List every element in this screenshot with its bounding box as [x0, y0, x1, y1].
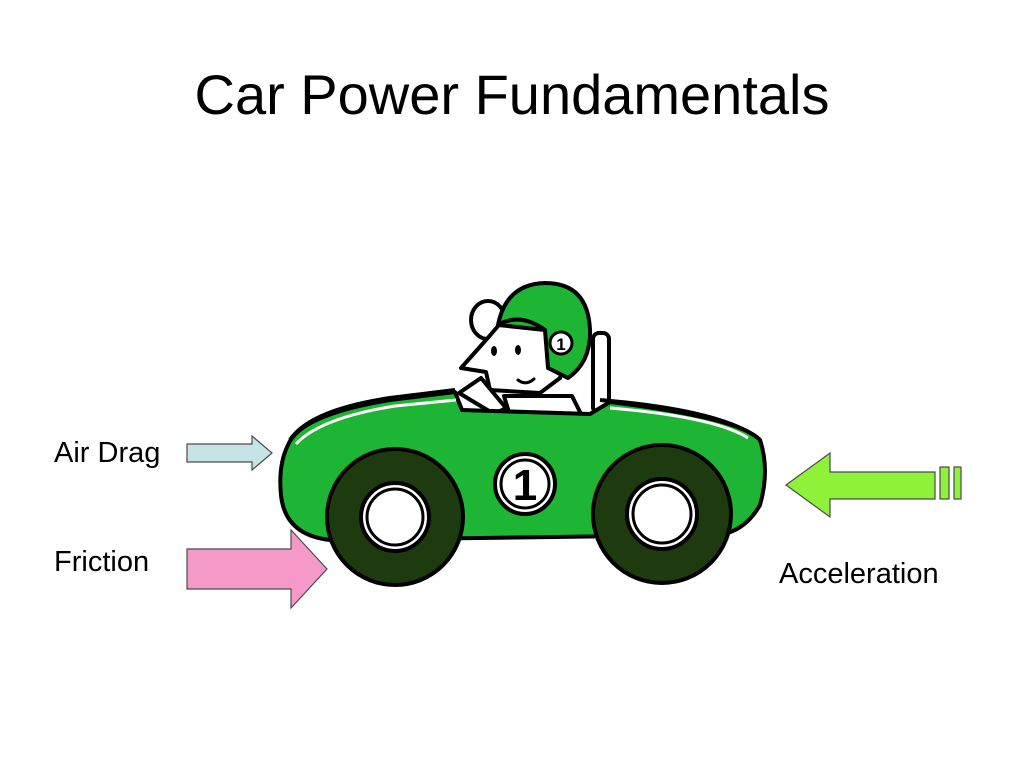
car-number: 1 [513, 461, 537, 510]
driver-icon: 1 [457, 281, 611, 424]
friction-arrow-icon [186, 528, 328, 610]
acceleration-arrow-icon [784, 451, 962, 519]
air-drag-label: Air Drag [54, 437, 161, 469]
front-wheel-icon [325, 447, 465, 587]
air-drag-arrow-icon [186, 434, 273, 472]
helmet-number: 1 [556, 335, 565, 354]
slide-title: Car Power Fundamentals [194, 63, 830, 126]
rear-wheel-icon [591, 443, 733, 585]
acceleration-label: Acceleration [779, 558, 939, 590]
friction-label: Friction [54, 546, 150, 578]
race-car-icon: 1 1 [278, 281, 767, 587]
